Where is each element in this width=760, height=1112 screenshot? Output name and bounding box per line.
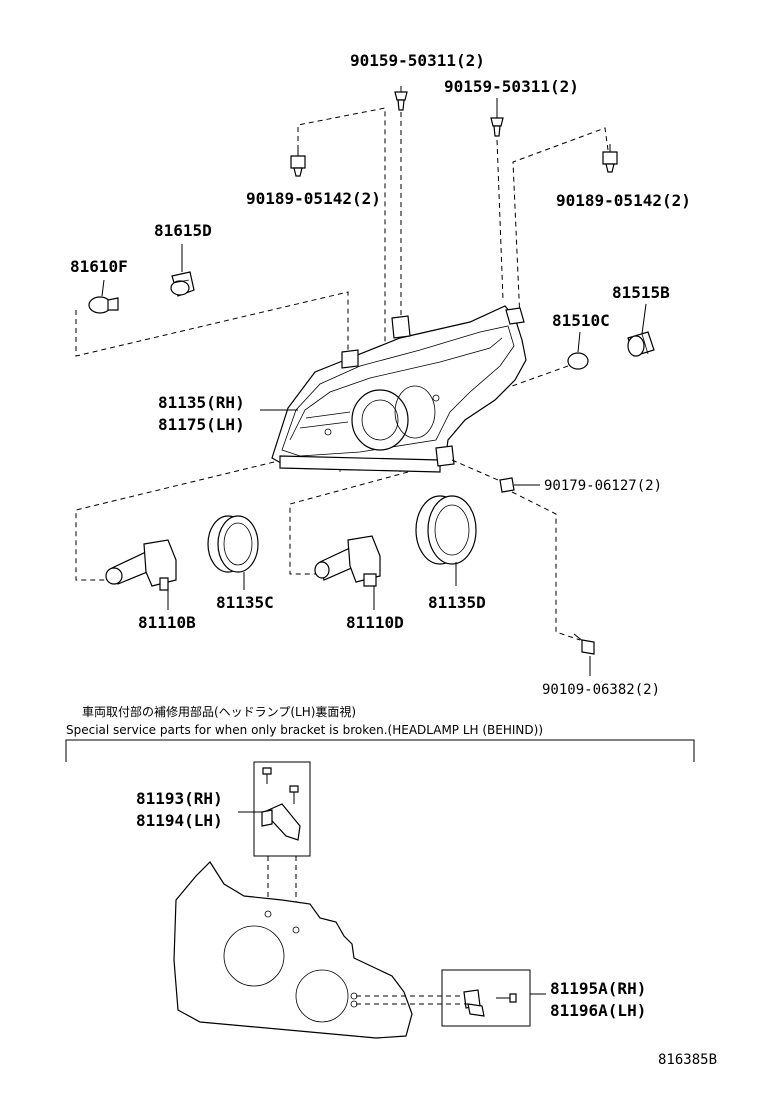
- label-screw-top-right: 90159-50311(2): [444, 77, 579, 96]
- note-japanese: 車両取付部の補修用部品(ヘッドランプ(LH)裏面視): [82, 704, 356, 719]
- label-bracket2-rh: 81195A(RH): [550, 979, 646, 998]
- label-socket-81615d: 81615D: [154, 221, 212, 240]
- bracket-81195a-icon: [463, 989, 517, 1017]
- label-clip-right: 90189-05142(2): [556, 191, 691, 210]
- label-nut-90179: 90179-06127(2): [544, 478, 662, 494]
- label-bracket-lh: 81194(LH): [136, 811, 223, 830]
- label-cover-81135c: 81135C: [216, 593, 274, 612]
- bolt-90109-icon: [573, 633, 595, 655]
- clip-left-icon: [290, 148, 306, 177]
- headlamp-assembly-icon: [271, 305, 527, 473]
- bracket-section-frame: [65, 739, 695, 762]
- bracket-box-81193: [253, 761, 311, 857]
- label-bulb-81510c: 81510C: [552, 311, 610, 330]
- bulb-81110b-icon: [105, 539, 177, 591]
- cover-81135c-icon: [207, 515, 259, 573]
- label-clip-left: 90189-05142(2): [246, 189, 381, 208]
- label-bulb-81110b: 81110B: [138, 613, 196, 632]
- label-cover-81135d: 81135D: [428, 593, 486, 612]
- screw-top-right-icon: [490, 98, 504, 137]
- headlamp-rear-icon: [173, 861, 413, 1039]
- label-headlamp-lh: 81175(LH): [158, 415, 245, 434]
- screw-top-left-icon: [394, 86, 408, 111]
- label-socket-81515b: 81515B: [612, 283, 670, 302]
- bulb-81610f-icon: [88, 296, 119, 314]
- clip-right-icon: [602, 144, 618, 173]
- note-english: Special service parts for when only brac…: [66, 723, 543, 737]
- socket-81615d-icon: [170, 271, 195, 297]
- bracket-81193-icon: [261, 767, 301, 841]
- label-bolt-90109: 90109-06382(2): [542, 682, 660, 698]
- label-bulb-81110d: 81110D: [346, 613, 404, 632]
- nut-90179-icon: [499, 477, 515, 493]
- bulb-81510c-icon: [567, 352, 589, 370]
- bracket-box-81195a: [441, 969, 531, 1027]
- label-bracket2-lh: 81196A(LH): [550, 1001, 646, 1020]
- label-bracket-rh: 81193(RH): [136, 789, 223, 808]
- label-headlamp-rh: 81135(RH): [158, 393, 245, 412]
- diagram-id: 816385B: [658, 1052, 717, 1068]
- bulb-81110d-icon: [314, 535, 381, 587]
- label-bulb-81610f: 81610F: [70, 257, 128, 276]
- cover-81135d-icon: [415, 495, 477, 565]
- socket-81515b-icon: [627, 331, 655, 357]
- label-screw-top-left: 90159-50311(2): [350, 51, 485, 70]
